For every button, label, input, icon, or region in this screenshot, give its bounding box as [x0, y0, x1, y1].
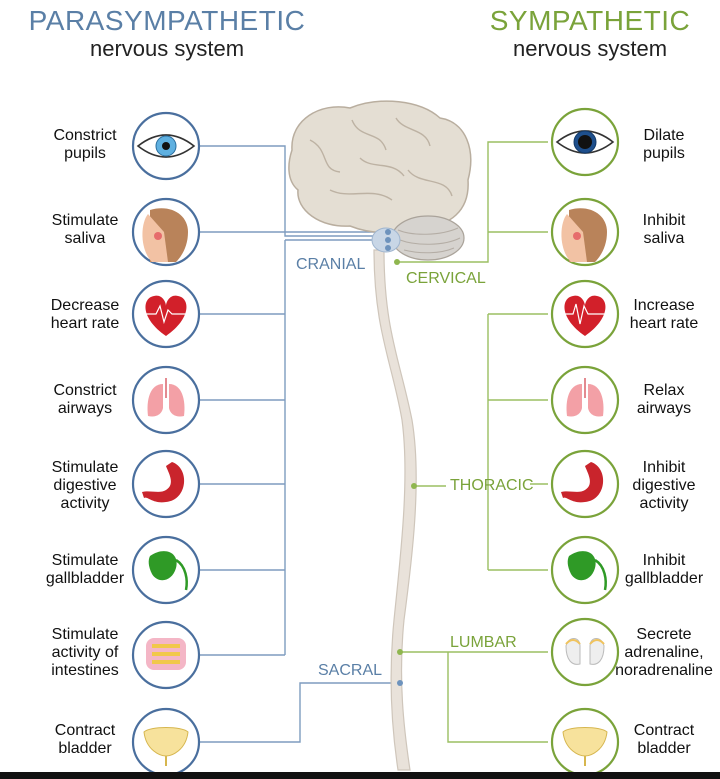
- lungs-icon: [131, 365, 201, 435]
- spinal-cord: [373, 249, 417, 771]
- cerebellum: [391, 215, 465, 261]
- gallbladder-icon: [131, 535, 201, 605]
- gallbladder-icon: [550, 535, 620, 605]
- adrenal-glands-icon: [550, 617, 620, 687]
- parasympathetic-heading: PARASYMPATHETIC: [28, 5, 306, 36]
- segment-label-sacral: SACRAL: [318, 662, 383, 679]
- stomach-icon: [131, 449, 201, 519]
- parasympathetic-organs: [131, 111, 201, 777]
- bottom-border: [0, 772, 720, 779]
- parasympathetic-connectors: [200, 145, 400, 743]
- connector-left-eye: [200, 145, 385, 237]
- lumbar-node: [397, 649, 403, 655]
- salivary-glands-icon: [550, 197, 620, 267]
- segment-label-thoracic: THORACIC: [450, 477, 534, 494]
- heart-icon: [131, 279, 201, 349]
- parasympathetic-effect-gallbladder: Stimulate gallbladder: [45, 552, 125, 587]
- salivary-glands-icon: [131, 197, 201, 267]
- heart-icon: [550, 279, 620, 349]
- parasympathetic-effect-intestines: Stimulate activity of intestines: [51, 626, 119, 679]
- sympathetic-effect-lungs: Relax airways: [636, 382, 692, 417]
- sympathetic-effect-gallbladder: Inhibit gallbladder: [624, 552, 704, 587]
- intestines-icon: [131, 620, 201, 690]
- cervical-node: [394, 259, 400, 265]
- connector-right-bladder: [447, 652, 548, 743]
- parasympathetic-effect-eye: Constrict pupils: [53, 127, 117, 162]
- lungs-icon: [550, 365, 620, 435]
- cranial-node: [385, 237, 391, 243]
- sympathetic-effect-stomach: Inhibit digestive activity: [632, 459, 696, 512]
- segment-label-cranial: CRANIAL: [296, 256, 366, 273]
- sympathetic-organs: [550, 107, 620, 777]
- sympathetic-effect-eye: Dilate pupils: [643, 127, 685, 162]
- eye-icon: [131, 111, 201, 181]
- sympathetic-effect-heart: Increase heart rate: [629, 297, 699, 332]
- sympathetic-connectors: [395, 141, 548, 743]
- parasympathetic-effect-heart: Decrease heart rate: [50, 297, 120, 332]
- parasympathetic-title: PARASYMPATHETIC nervous system: [22, 6, 312, 62]
- connector-left-bladder: [200, 682, 400, 743]
- sympathetic-effect-saliva: Inhibit saliva: [642, 212, 686, 247]
- cranial-node: [385, 245, 391, 251]
- segment-label-cervical: CERVICAL: [406, 270, 486, 287]
- parasympathetic-effect-lungs: Constrict airways: [53, 382, 117, 417]
- stomach-icon: [550, 449, 620, 519]
- sacral-node: [397, 680, 403, 686]
- sympathetic-title: SYMPATHETIC nervous system: [470, 6, 710, 62]
- sympathetic-subheading: nervous system: [512, 36, 668, 61]
- parasympathetic-effect-saliva: Stimulate saliva: [51, 212, 119, 247]
- bladder-icon: [131, 707, 201, 777]
- segment-label-lumbar: LUMBAR: [450, 634, 517, 651]
- parasympathetic-effect-bladder: Contract bladder: [54, 722, 116, 757]
- parasympathetic-effect-stomach: Stimulate digestive activity: [51, 459, 119, 512]
- connector-right-eye-saliva: [395, 141, 548, 263]
- parasympathetic-subheading: nervous system: [89, 36, 245, 61]
- eye-icon: [550, 107, 620, 177]
- sympathetic-heading: SYMPATHETIC: [489, 5, 691, 36]
- thoracic-node: [411, 483, 417, 489]
- cranial-node: [385, 229, 391, 235]
- sympathetic-effect-adrenal: Secrete adrenaline, noradrenaline: [615, 626, 713, 679]
- brain: [288, 100, 472, 261]
- sympathetic-effect-bladder: Contract bladder: [633, 722, 695, 757]
- spinal-nodes: [385, 229, 417, 686]
